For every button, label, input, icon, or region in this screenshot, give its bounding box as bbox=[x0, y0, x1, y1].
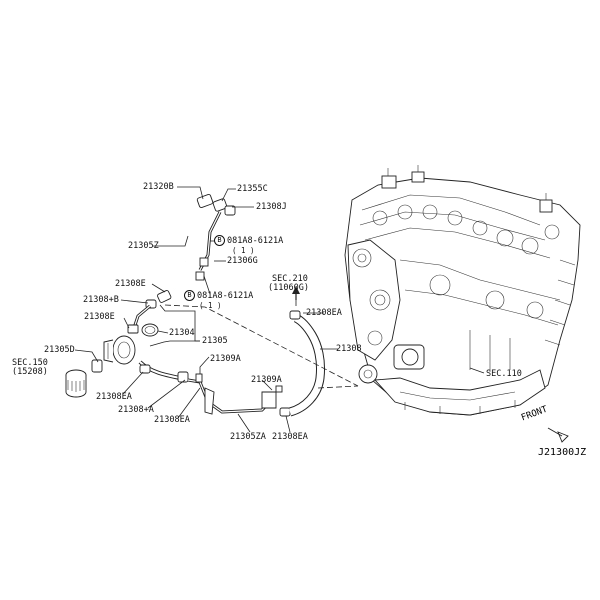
label-21305: 21305 bbox=[202, 336, 228, 346]
label-21305Z: 21305Z bbox=[128, 241, 159, 251]
label-21308E-lower: 21308E bbox=[84, 312, 115, 322]
label-21355C: 21355C bbox=[237, 184, 268, 194]
label-21308A: 21308+A bbox=[118, 405, 154, 415]
label-21308: 21308 bbox=[336, 344, 362, 354]
ref-sec150: SEC.150 bbox=[12, 358, 48, 368]
bolt-marker-icon: B bbox=[184, 290, 195, 301]
label-21304: 21304 bbox=[169, 328, 195, 338]
label-21308B: 21308+B bbox=[83, 295, 119, 305]
label-21309A-right: 21309A bbox=[251, 375, 282, 385]
label-21306G: 21306G bbox=[227, 256, 258, 266]
lower-hose-assembly bbox=[138, 310, 325, 417]
label-21305ZA: 21305ZA bbox=[230, 432, 266, 442]
engine-assembly bbox=[344, 165, 581, 416]
sec210-arrow bbox=[292, 286, 300, 300]
label-21308J: 21308J bbox=[256, 202, 287, 212]
label-21309A-left: 21309A bbox=[210, 354, 241, 364]
label-21308EA-mid: 21308EA bbox=[154, 415, 190, 425]
front-arrow-icon bbox=[547, 427, 569, 443]
label-bolt-qty-upper: ( 1 ) bbox=[232, 246, 255, 255]
upper-hose-assembly bbox=[127, 194, 236, 334]
label-21305D: 21305D bbox=[44, 345, 75, 355]
ref-sec110: SEC.110 bbox=[486, 369, 522, 379]
label-bolt-qty-lower: ( 1 ) bbox=[199, 301, 222, 310]
ref-sec210: SEC.210 bbox=[272, 274, 308, 284]
ref-sec210-sub: (11060G) bbox=[268, 283, 309, 293]
label-21320B: 21320B bbox=[143, 182, 174, 192]
label-21308EA-top: 21308EA bbox=[306, 308, 342, 318]
label-21308EA-left: 21308EA bbox=[96, 392, 132, 402]
label-21308EA-bottom: 21308EA bbox=[272, 432, 308, 442]
diagram-code: J21300JZ bbox=[538, 447, 587, 458]
bolt-marker-icon: B bbox=[214, 235, 225, 246]
label-21308E-upper: 21308E bbox=[115, 279, 146, 289]
leader-lines bbox=[74, 186, 485, 433]
ref-sec150-sub: (15208) bbox=[12, 367, 48, 377]
oil-cooler bbox=[65, 323, 159, 398]
